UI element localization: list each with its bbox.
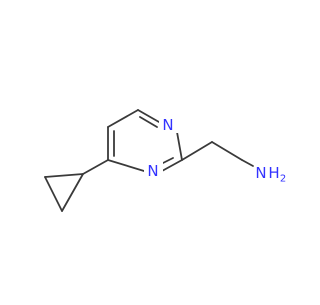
atom-label-amine-h-count: 2	[280, 174, 286, 185]
atom-labels: N N N H 2	[144, 116, 286, 185]
bond-cyclopropyl-c4	[82, 159, 109, 175]
bond-c2-n3	[161, 159, 183, 172]
bond-ch2a-ch2b	[211, 141, 243, 161]
bond-n1-c2	[176, 131, 183, 161]
structure-canvas: N N N H 2	[44, 109, 286, 212]
atom-label-amine-h: H	[268, 164, 279, 182]
bond-cyclopropyl-c3-c1	[44, 173, 84, 178]
bond-c6-n1-inner	[139, 116, 158, 128]
bond-c6-n1	[137, 109, 160, 123]
label-bg-n1	[159, 116, 178, 133]
atom-label-amine-n: N	[255, 164, 266, 182]
bonds-layer	[44, 109, 254, 212]
atom-label-n3: N	[147, 162, 158, 180]
bond-ch2b-nh2	[241, 159, 254, 167]
bond-c5-c6	[107, 109, 139, 128]
label-bg-n3	[144, 162, 163, 179]
bond-cyclopropyl-c2-c3	[44, 176, 63, 212]
atom-label-n1: N	[162, 116, 173, 134]
bond-c2-ch2a	[181, 141, 213, 161]
bond-cyclopropyl-c1-c2	[61, 173, 84, 212]
bond-n3-c4	[107, 159, 145, 172]
molecule-drawing: N N N H 2	[44, 109, 286, 212]
